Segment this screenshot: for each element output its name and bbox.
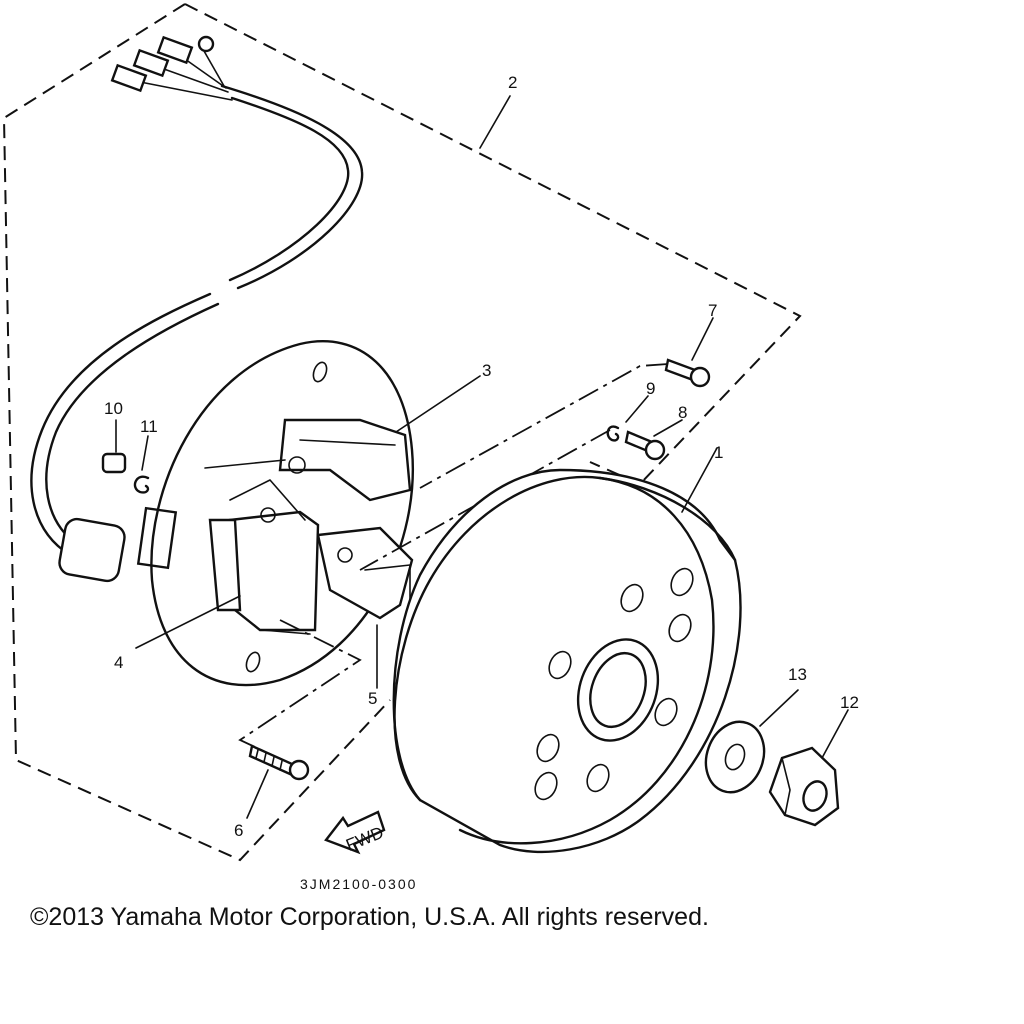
nut-12 [768,746,840,827]
wire-harness [30,35,364,583]
callout-6: 6 [234,821,243,840]
callout-2: 2 [508,73,517,92]
callout-4: 4 [114,653,123,672]
callout-3: 3 [482,361,491,380]
copyright-notice: ©2013 Yamaha Motor Corporation, U.S.A. A… [30,903,709,931]
callout-7: 7 [708,301,717,320]
callout-9: 9 [646,379,655,398]
pulser-coil-5 [316,526,414,620]
callout-10: 10 [104,399,123,418]
stator-coil-3 [204,418,412,502]
callout-11: 11 [140,417,158,436]
screw-10 [101,452,127,474]
callout-numbers: 2 3 7 9 8 1 10 11 4 5 6 13 12 [104,73,859,840]
washer-9 [606,425,620,442]
callout-8: 8 [678,403,687,422]
stator-plate [150,340,414,687]
flywheel-rotor [392,468,742,854]
callout-5: 5 [368,689,377,708]
leader-lines [115,95,849,819]
screw-8 [624,430,666,461]
callout-13: 13 [788,665,807,684]
screw-7 [664,358,711,388]
screw-6 [248,744,310,781]
washer-11 [133,475,150,494]
callout-1: 1 [714,443,723,462]
fwd-arrow: FWD [324,810,386,855]
drawing-code: 3JM2100-0300 [300,876,418,892]
stator-coil-4 [208,479,320,635]
callout-12: 12 [840,693,859,712]
washer-13 [704,720,766,794]
